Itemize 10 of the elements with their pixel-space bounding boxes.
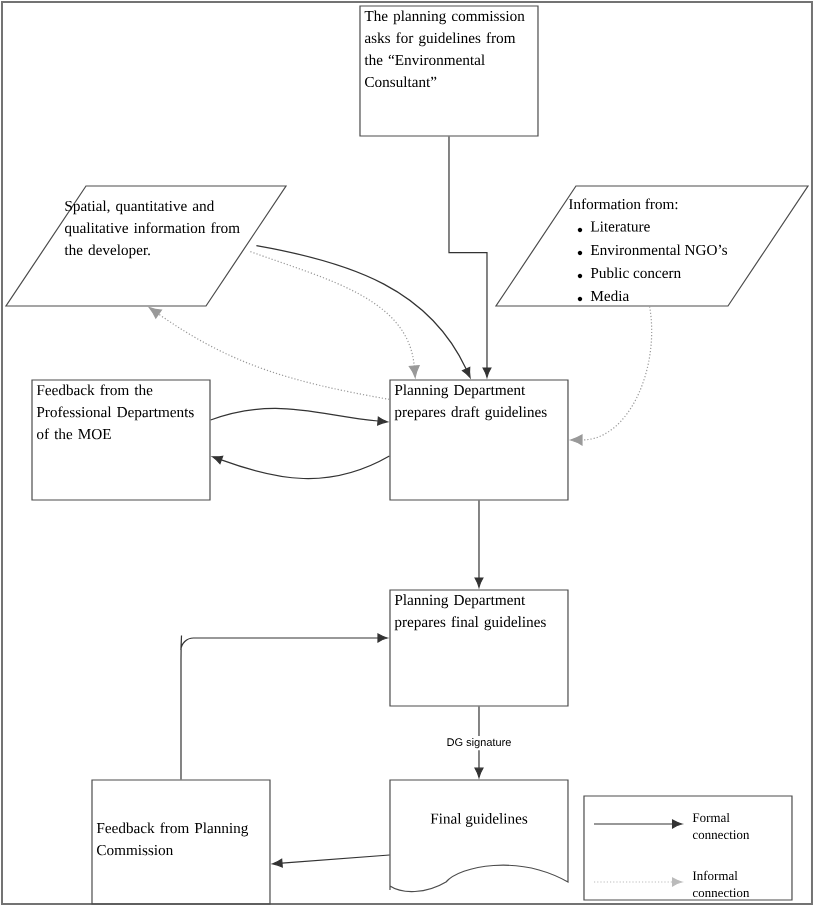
- arrow: [148, 307, 390, 400]
- arrow: [272, 854, 391, 868]
- arrow: [474, 500, 484, 588]
- arrow: [570, 305, 653, 446]
- arrow: [249, 251, 420, 378]
- arrow: [212, 455, 390, 480]
- arrow: [255, 245, 471, 378]
- arrow: [210, 407, 388, 426]
- arrow: [448, 136, 492, 378]
- arrow: [180, 633, 388, 780]
